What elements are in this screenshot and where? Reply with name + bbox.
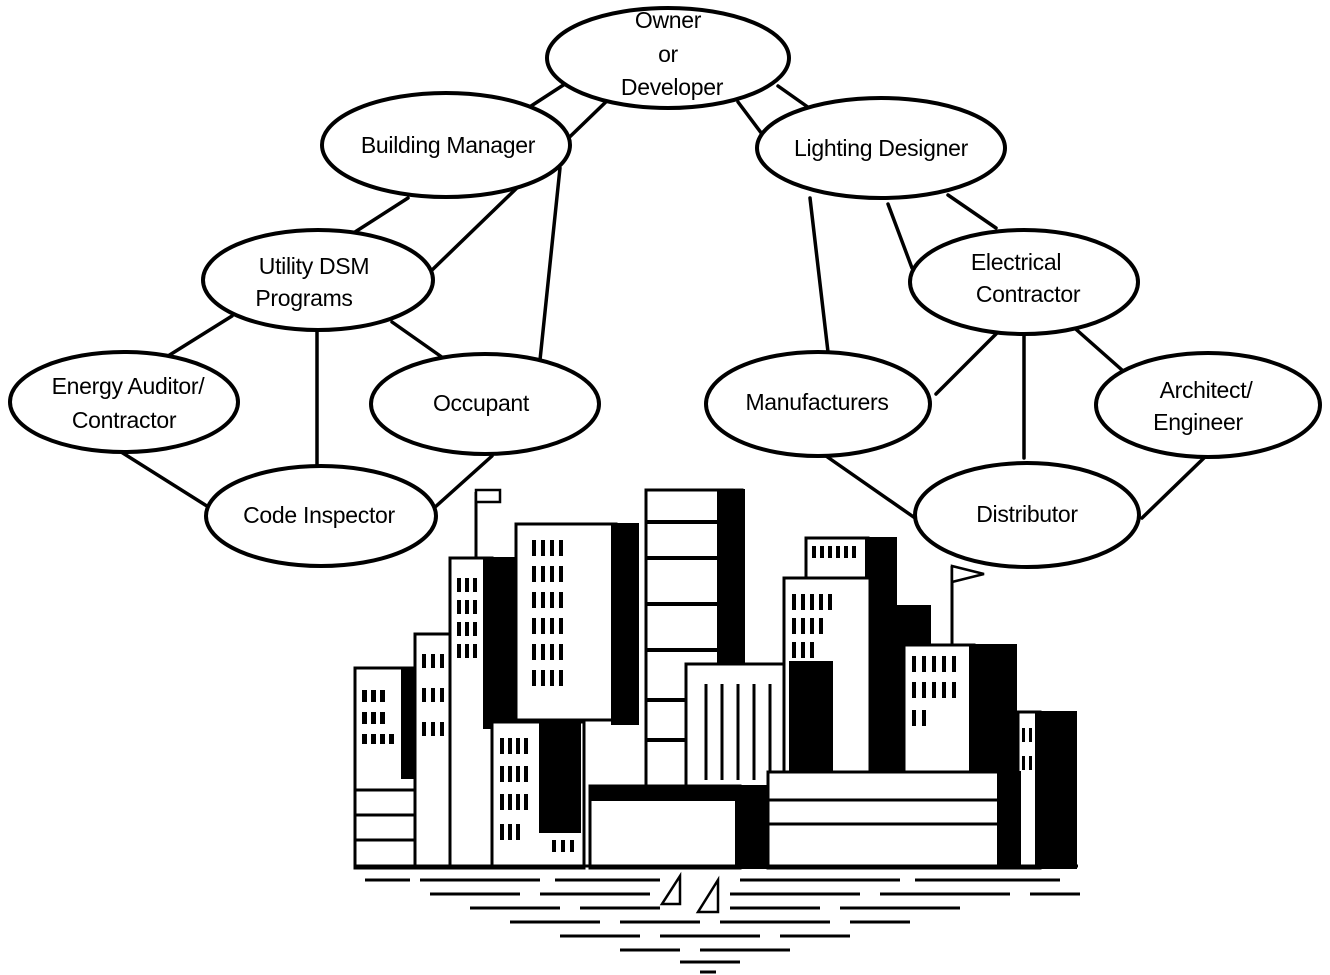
- node-energy-auditor: Energy Auditor/ Contractor: [8, 350, 240, 454]
- node-electrical-contractor-line-1: Electrical: [971, 249, 1061, 275]
- node-distributor: Distributor: [913, 461, 1141, 569]
- edge-owner-building-manager: [526, 80, 570, 110]
- node-manufacturers: Manufacturers: [704, 350, 932, 458]
- node-manufacturers-label: Manufacturers: [745, 389, 888, 415]
- node-architect-engineer-line-2: Engineer: [1153, 409, 1243, 435]
- node-architect-engineer-line-1: Architect/: [1160, 377, 1254, 403]
- stakeholder-nodes: Owner or Developer Building Manager Ligh…: [8, 6, 1322, 569]
- node-electrical-contractor-line-2: Contractor: [976, 281, 1081, 307]
- node-lighting-designer-label: Lighting Designer: [794, 135, 969, 161]
- node-distributor-label: Distributor: [976, 501, 1078, 527]
- node-utility-dsm: Utility DSM Programs: [201, 228, 435, 332]
- water-lines: [365, 878, 1080, 974]
- edge-energy-auditor-code-inspector: [116, 448, 212, 510]
- node-lighting-designer: Lighting Designer: [755, 96, 1007, 200]
- node-building-manager: Building Manager: [320, 91, 572, 199]
- node-building-manager-label: Building Manager: [361, 132, 536, 158]
- edge-building-manager-occupant: [538, 166, 562, 362]
- node-owner-line-2: or: [658, 41, 678, 67]
- node-utility-dsm-line-2: Programs: [255, 285, 352, 311]
- edge-electrical-contractor-manufacturers: [934, 330, 1000, 396]
- edge-manufacturers-distributor: [824, 454, 917, 520]
- node-electrical-contractor: Electrical Contractor: [908, 228, 1140, 336]
- node-architect-engineer: Architect/ Engineer: [1094, 351, 1322, 459]
- edge-lighting-designer-electrical-contractor-2: [946, 193, 998, 230]
- node-occupant-label: Occupant: [433, 390, 530, 416]
- node-code-inspector-label: Code Inspector: [243, 502, 395, 528]
- edge-lighting-designer-manufacturers: [808, 196, 830, 354]
- node-energy-auditor-line-1: Energy Auditor/: [52, 373, 206, 399]
- edge-utility-dsm-energy-auditor: [166, 314, 234, 358]
- edge-utility-dsm-occupant: [390, 320, 448, 362]
- node-owner-line-1: Owner: [635, 7, 702, 33]
- flag-left-icon: [474, 488, 502, 560]
- edge-architect-distributor: [1140, 454, 1208, 520]
- flag-right-icon: [950, 564, 985, 645]
- node-utility-dsm-line-1: Utility DSM: [259, 253, 369, 279]
- node-energy-auditor-line-2: Contractor: [72, 407, 177, 433]
- city-skyline-illustration: [353, 488, 1080, 974]
- edge-occupant-code-inspector: [432, 454, 494, 510]
- edge-lighting-designer-electrical-contractor: [886, 202, 914, 270]
- node-occupant: Occupant: [369, 352, 601, 456]
- connector-lines: [116, 80, 1208, 520]
- edge-building-manager-utility-dsm: [353, 196, 410, 234]
- edge-owner-lighting-designer: [736, 100, 767, 140]
- node-code-inspector: Code Inspector: [204, 464, 438, 568]
- node-owner: Owner or Developer: [545, 6, 791, 110]
- sailboat-icon: [659, 871, 720, 914]
- edge-electrical-contractor-architect: [1068, 322, 1124, 372]
- node-owner-line-3: Developer: [621, 74, 724, 100]
